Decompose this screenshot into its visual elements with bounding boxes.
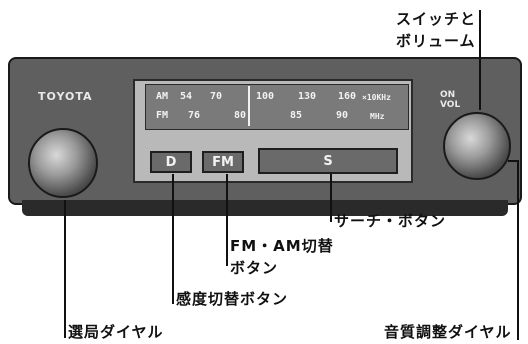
frequency-scale <box>145 84 409 130</box>
leader-line-switch-volume <box>479 10 481 110</box>
dx-button[interactable]: D <box>150 151 192 173</box>
volume-label-on: ON <box>440 90 456 100</box>
leader-tick-tone <box>508 160 519 162</box>
leader-line-tone <box>517 160 519 340</box>
label-switch-volume-1: スイッチと <box>396 10 477 28</box>
fm-tick-90: 90 <box>336 110 349 121</box>
label-search-button: サーチ・ボタン <box>334 212 447 230</box>
volume-label: ON VOL <box>440 90 460 110</box>
fm-tick-80: 80 <box>234 110 247 121</box>
label-tuning-dial: 選局ダイヤル <box>68 323 164 341</box>
tuning-knob[interactable] <box>28 128 98 198</box>
am-band-label: AM <box>156 91 169 102</box>
leader-line-sensitivity <box>172 174 174 304</box>
label-fm-am-2: ボタン <box>230 259 279 277</box>
fm-am-button[interactable]: FM <box>202 151 244 173</box>
fm-unit: MHz <box>370 112 385 121</box>
radio-bottom-edge <box>22 200 508 216</box>
label-switch-volume-2: ボリューム <box>396 32 476 50</box>
leader-line-search <box>330 174 332 222</box>
label-sensitivity-button: 感度切替ボタン <box>176 290 289 308</box>
label-fm-am-1: FM・AM切替 <box>230 237 334 255</box>
volume-label-vol: VOL <box>440 100 461 110</box>
am-unit: ×10KHz <box>362 93 391 102</box>
am-tick-54: 54 <box>180 91 193 102</box>
am-tick-100: 100 <box>256 91 275 102</box>
seek-button[interactable]: S <box>258 148 398 174</box>
brand-logo: TOYOTA <box>38 90 93 103</box>
fm-tick-76: 76 <box>188 110 201 121</box>
fm-tick-85: 85 <box>290 110 303 121</box>
am-tick-160: 160 <box>338 91 357 102</box>
fm-band-label: FM <box>156 110 169 121</box>
am-tick-130: 130 <box>298 91 317 102</box>
am-tick-70: 70 <box>210 91 223 102</box>
leader-line-fm-am <box>226 174 228 266</box>
tuning-pointer <box>248 86 250 126</box>
label-tone-dial: 音質調整ダイヤル <box>384 323 512 341</box>
leader-line-tuning <box>64 200 66 338</box>
volume-knob[interactable] <box>443 112 511 180</box>
